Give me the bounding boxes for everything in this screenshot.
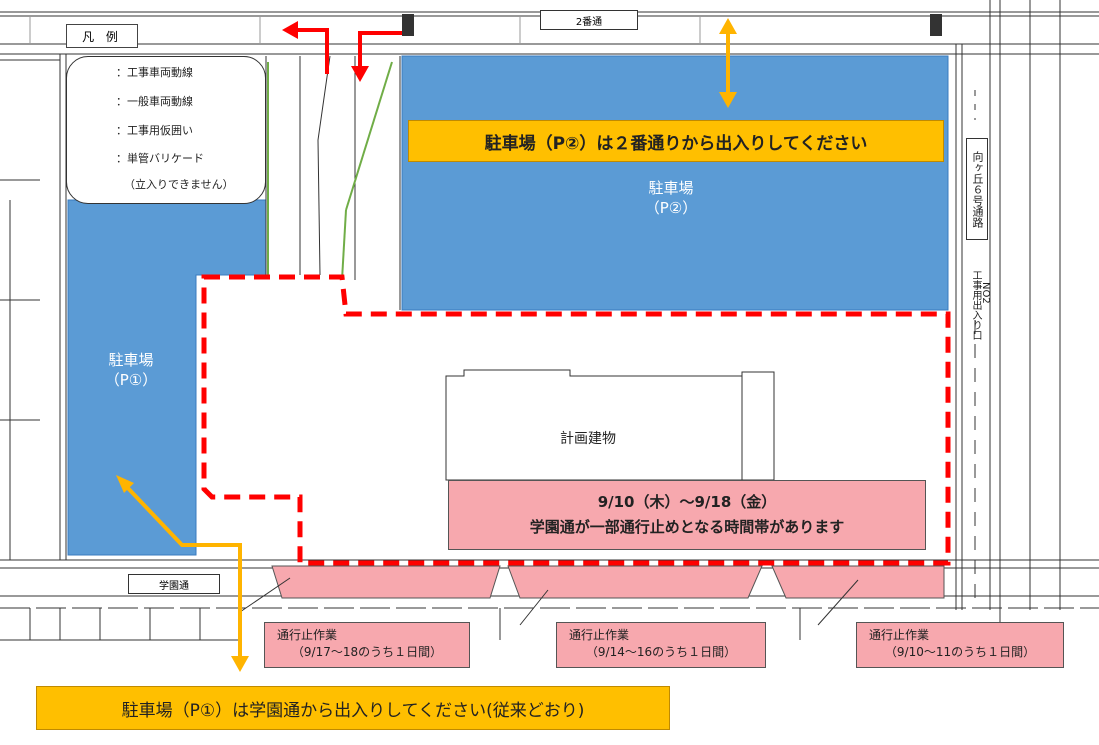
closure-work-box: 通行止作業 （9/17～18のうち１日間） xyxy=(264,622,470,668)
construction-vehicle-route xyxy=(294,28,402,74)
closure-work-box: 通行止作業 （9/14～16のうち１日間） xyxy=(556,622,766,668)
parking-p2-label: 駐車場 （P②） xyxy=(616,178,726,218)
closure-text: 学園通が一部通行止めとなる時間帯があります xyxy=(529,518,845,536)
work-title: 通行止作業 xyxy=(277,628,338,642)
closure-strips xyxy=(271,565,945,599)
south-road-label: 学園通 xyxy=(128,574,220,594)
legend-barricade: ：単管バリケード xyxy=(116,152,204,165)
p1-access-notice: 駐車場（P①）は学園通から出入りしてください(従来どおり) xyxy=(36,686,670,730)
closure-notice: 9/10（木）～9/18（金） 学園通が一部通行止めとなる時間帯があります xyxy=(448,480,926,550)
legend-construction-route: ：工事車両動線 xyxy=(116,66,193,79)
inner-lane xyxy=(265,55,401,310)
p2-access-notice: 駐車場（P②）は２番通りから出入りしてください xyxy=(408,120,944,162)
crosswalks xyxy=(402,14,945,36)
pointer-lines xyxy=(239,577,859,626)
legend-no-entry: （立入りできません） xyxy=(124,178,234,191)
parking-p2-area xyxy=(401,55,949,311)
closure-work-box: 通行止作業 （9/10～11のうち１日間） xyxy=(856,622,1064,668)
construction-gate-number: NO2 xyxy=(980,282,991,304)
planned-building xyxy=(445,369,775,481)
closure-dates: 9/10（木）～9/18（金） xyxy=(597,493,777,511)
work-period: （9/14～16のうち１日間） xyxy=(585,645,737,659)
north-road-label: 2番通 xyxy=(540,10,638,30)
parking-p1-label: 駐車場 （P①） xyxy=(86,350,176,390)
work-period: （9/10～11のうち１日間） xyxy=(884,645,1036,659)
west-lines xyxy=(0,54,67,560)
parking-p1-name: 駐車場 xyxy=(108,351,154,369)
barricade-lines xyxy=(267,61,393,281)
parking-p1-code: （P①） xyxy=(104,371,158,389)
legend-title: 凡 例 xyxy=(66,24,138,48)
work-title: 通行止作業 xyxy=(869,628,930,642)
parking-p2-name: 駐車場 xyxy=(648,179,694,197)
legend-fence: ：工事用仮囲い xyxy=(116,124,193,137)
general-vehicle-route xyxy=(123,30,730,660)
general-route-heads xyxy=(116,18,737,672)
construction-gate-label: 工事用出入り口 xyxy=(970,270,981,340)
east-road-label: 向ヶ丘６号通路 xyxy=(966,138,988,240)
east-road xyxy=(955,0,1061,610)
legend-panel xyxy=(66,56,266,204)
work-period: （9/17～18のうち１日間） xyxy=(291,645,443,659)
construction-route-heads xyxy=(282,21,369,82)
construction-fence xyxy=(201,274,951,566)
work-title: 通行止作業 xyxy=(569,628,630,642)
building-label: 計画建物 xyxy=(560,431,616,447)
parking-p2-code: （P②） xyxy=(644,199,698,217)
legend-general-route: ：一般車両動線 xyxy=(116,95,193,108)
